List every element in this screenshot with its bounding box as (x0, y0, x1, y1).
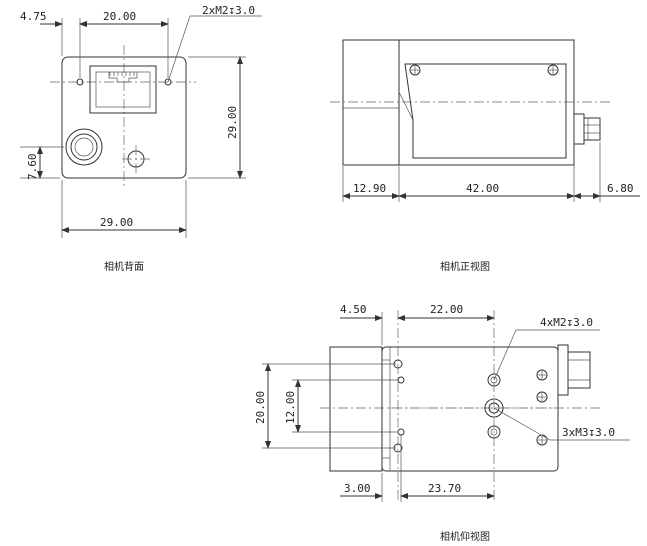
dim-bottom-top-spacing: 22.00 (430, 303, 463, 316)
round-connector-outer (65, 128, 103, 166)
caption-bottom-view: 相机仰视图 (440, 530, 490, 543)
dim-back-left-offset: 4.75 (20, 10, 47, 23)
callout-back-holes: 2xM2↧3.0 (202, 4, 255, 17)
back-screw-hole-right (164, 78, 172, 86)
round-connector-mid (70, 133, 98, 161)
dim-bottom-top-left: 4.50 (340, 303, 367, 316)
round-connector-inner (74, 137, 94, 157)
ethernet-port (89, 65, 157, 114)
bottom-connector-base (557, 344, 569, 396)
callout-leader-back (167, 15, 191, 83)
caption-back-view: 相机背面 (104, 260, 144, 273)
bottom-screw-3 (536, 434, 548, 446)
callout-leader-m3 (493, 407, 551, 441)
caption-front-view: 相机正视图 (440, 260, 490, 273)
callout-m2-holes: 4xM2↧3.0 (540, 316, 593, 329)
dim-back-height: 29.00 (226, 106, 239, 139)
front-connector (583, 117, 601, 141)
front-view: 12.90 42.00 6.80 相机正视图 (330, 39, 640, 273)
bottom-screw-2 (536, 391, 548, 403)
back-screw-hole-left (76, 78, 84, 86)
bottom-view: 4.50 22.00 4xM2↧3.0 3xM3↧3.0 20.00 12.00… (254, 303, 630, 543)
dim-front-connector: 6.80 (607, 182, 634, 195)
bottom-lens-mount (329, 346, 383, 472)
m3-hole-2 (484, 398, 504, 418)
dim-back-hole-spacing: 20.00 (103, 10, 136, 23)
ethernet-port-inner (95, 71, 151, 108)
bottom-body (381, 346, 559, 472)
callout-leader-m2 (493, 329, 517, 381)
dim-front-lens-mount: 12.90 (353, 182, 386, 195)
dim-bottom-bottom-spacing: 23.70 (428, 482, 461, 495)
dim-back-bottom-offset: 7.60 (26, 154, 39, 181)
back-view: 4.75 20.00 2xM2↧3.0 29.00 7.60 29.00 相机背… (20, 4, 262, 273)
dim-bottom-outer-height: 20.00 (254, 391, 267, 424)
front-connector-base (573, 113, 585, 145)
front-screw-right (547, 64, 559, 76)
lens-mount (342, 39, 400, 166)
dim-bottom-bottom-left: 3.00 (344, 482, 371, 495)
dim-back-width: 29.00 (100, 216, 133, 229)
bottom-connector (567, 351, 591, 389)
front-screw-left (409, 64, 421, 76)
m2-hole-3 (397, 428, 405, 436)
dim-front-body-length: 42.00 (466, 182, 499, 195)
m2-hole-2 (397, 376, 405, 384)
ethernet-latch (108, 72, 138, 83)
bottom-screw-1 (536, 369, 548, 381)
front-body (398, 39, 575, 166)
front-side-panel (404, 63, 567, 159)
callout-m3-holes: 3xM3↧3.0 (562, 426, 615, 439)
dim-bottom-inner-height: 12.00 (284, 391, 297, 424)
